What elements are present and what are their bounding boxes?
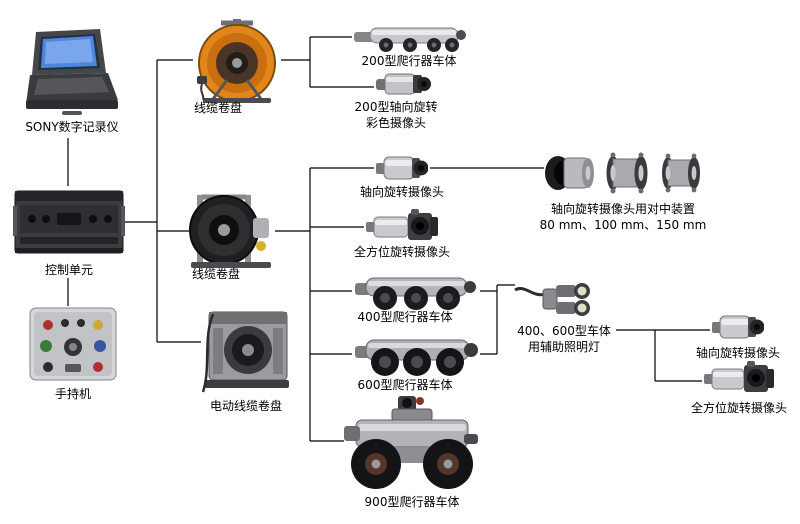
centering-device-image xyxy=(544,148,706,198)
omni-camera-right-label: 全方位旋转摄像头 xyxy=(690,401,787,415)
control-unit-label: 控制单元 xyxy=(44,263,93,277)
crawler-900-image xyxy=(338,394,486,492)
crawler-900-label: 900型爬行器车体 xyxy=(364,495,460,509)
cable-reel-top-label: 线缆卷盘 xyxy=(193,101,242,115)
camera-200-label: 200型轴向旋转 彩色摄像头 xyxy=(354,100,438,130)
crawler-600-label: 600型爬行器车体 xyxy=(357,378,453,392)
crawler-200-label: 200型爬行器车体 xyxy=(361,54,457,68)
handheld-label: 手持机 xyxy=(54,387,91,401)
sony-recorder-label: SONY数字记录仪 xyxy=(25,120,119,134)
motor-cable-reel-image xyxy=(201,304,293,394)
aux-light-label: 400、600型车体 用辅助照明灯 xyxy=(517,324,611,354)
omni-camera-right-image xyxy=(702,360,776,396)
sony-recorder-image xyxy=(22,28,122,118)
crawler-400-label: 400型爬行器车体 xyxy=(357,310,453,324)
cable-reel-mid-image xyxy=(189,190,275,270)
aux-light-image xyxy=(513,282,605,318)
cable-reel-mid-label: 线缆卷盘 xyxy=(191,267,240,281)
control-unit-image xyxy=(13,186,125,258)
omni-camera-label: 全方位旋转摄像头 xyxy=(353,245,450,259)
crawler-200-image xyxy=(352,21,468,53)
axial-camera-right-image xyxy=(710,312,764,342)
handheld-image xyxy=(28,306,118,382)
crawler-600-image xyxy=(352,332,480,378)
axial-camera-right-label: 轴向旋转摄像头 xyxy=(695,346,780,360)
camera-200-image xyxy=(374,70,432,98)
cable-reel-top-image xyxy=(193,16,281,104)
axial-camera-image xyxy=(374,153,428,183)
motor-cable-reel-label: 电动线缆卷盘 xyxy=(209,399,282,413)
axial-camera-label: 轴向旋转摄像头 xyxy=(359,185,444,199)
crawler-400-image xyxy=(352,271,480,311)
centering-device-label: 轴向旋转摄像头用对中装置 80 mm、100 mm、150 mm xyxy=(539,202,707,232)
omni-camera-image xyxy=(364,209,440,243)
